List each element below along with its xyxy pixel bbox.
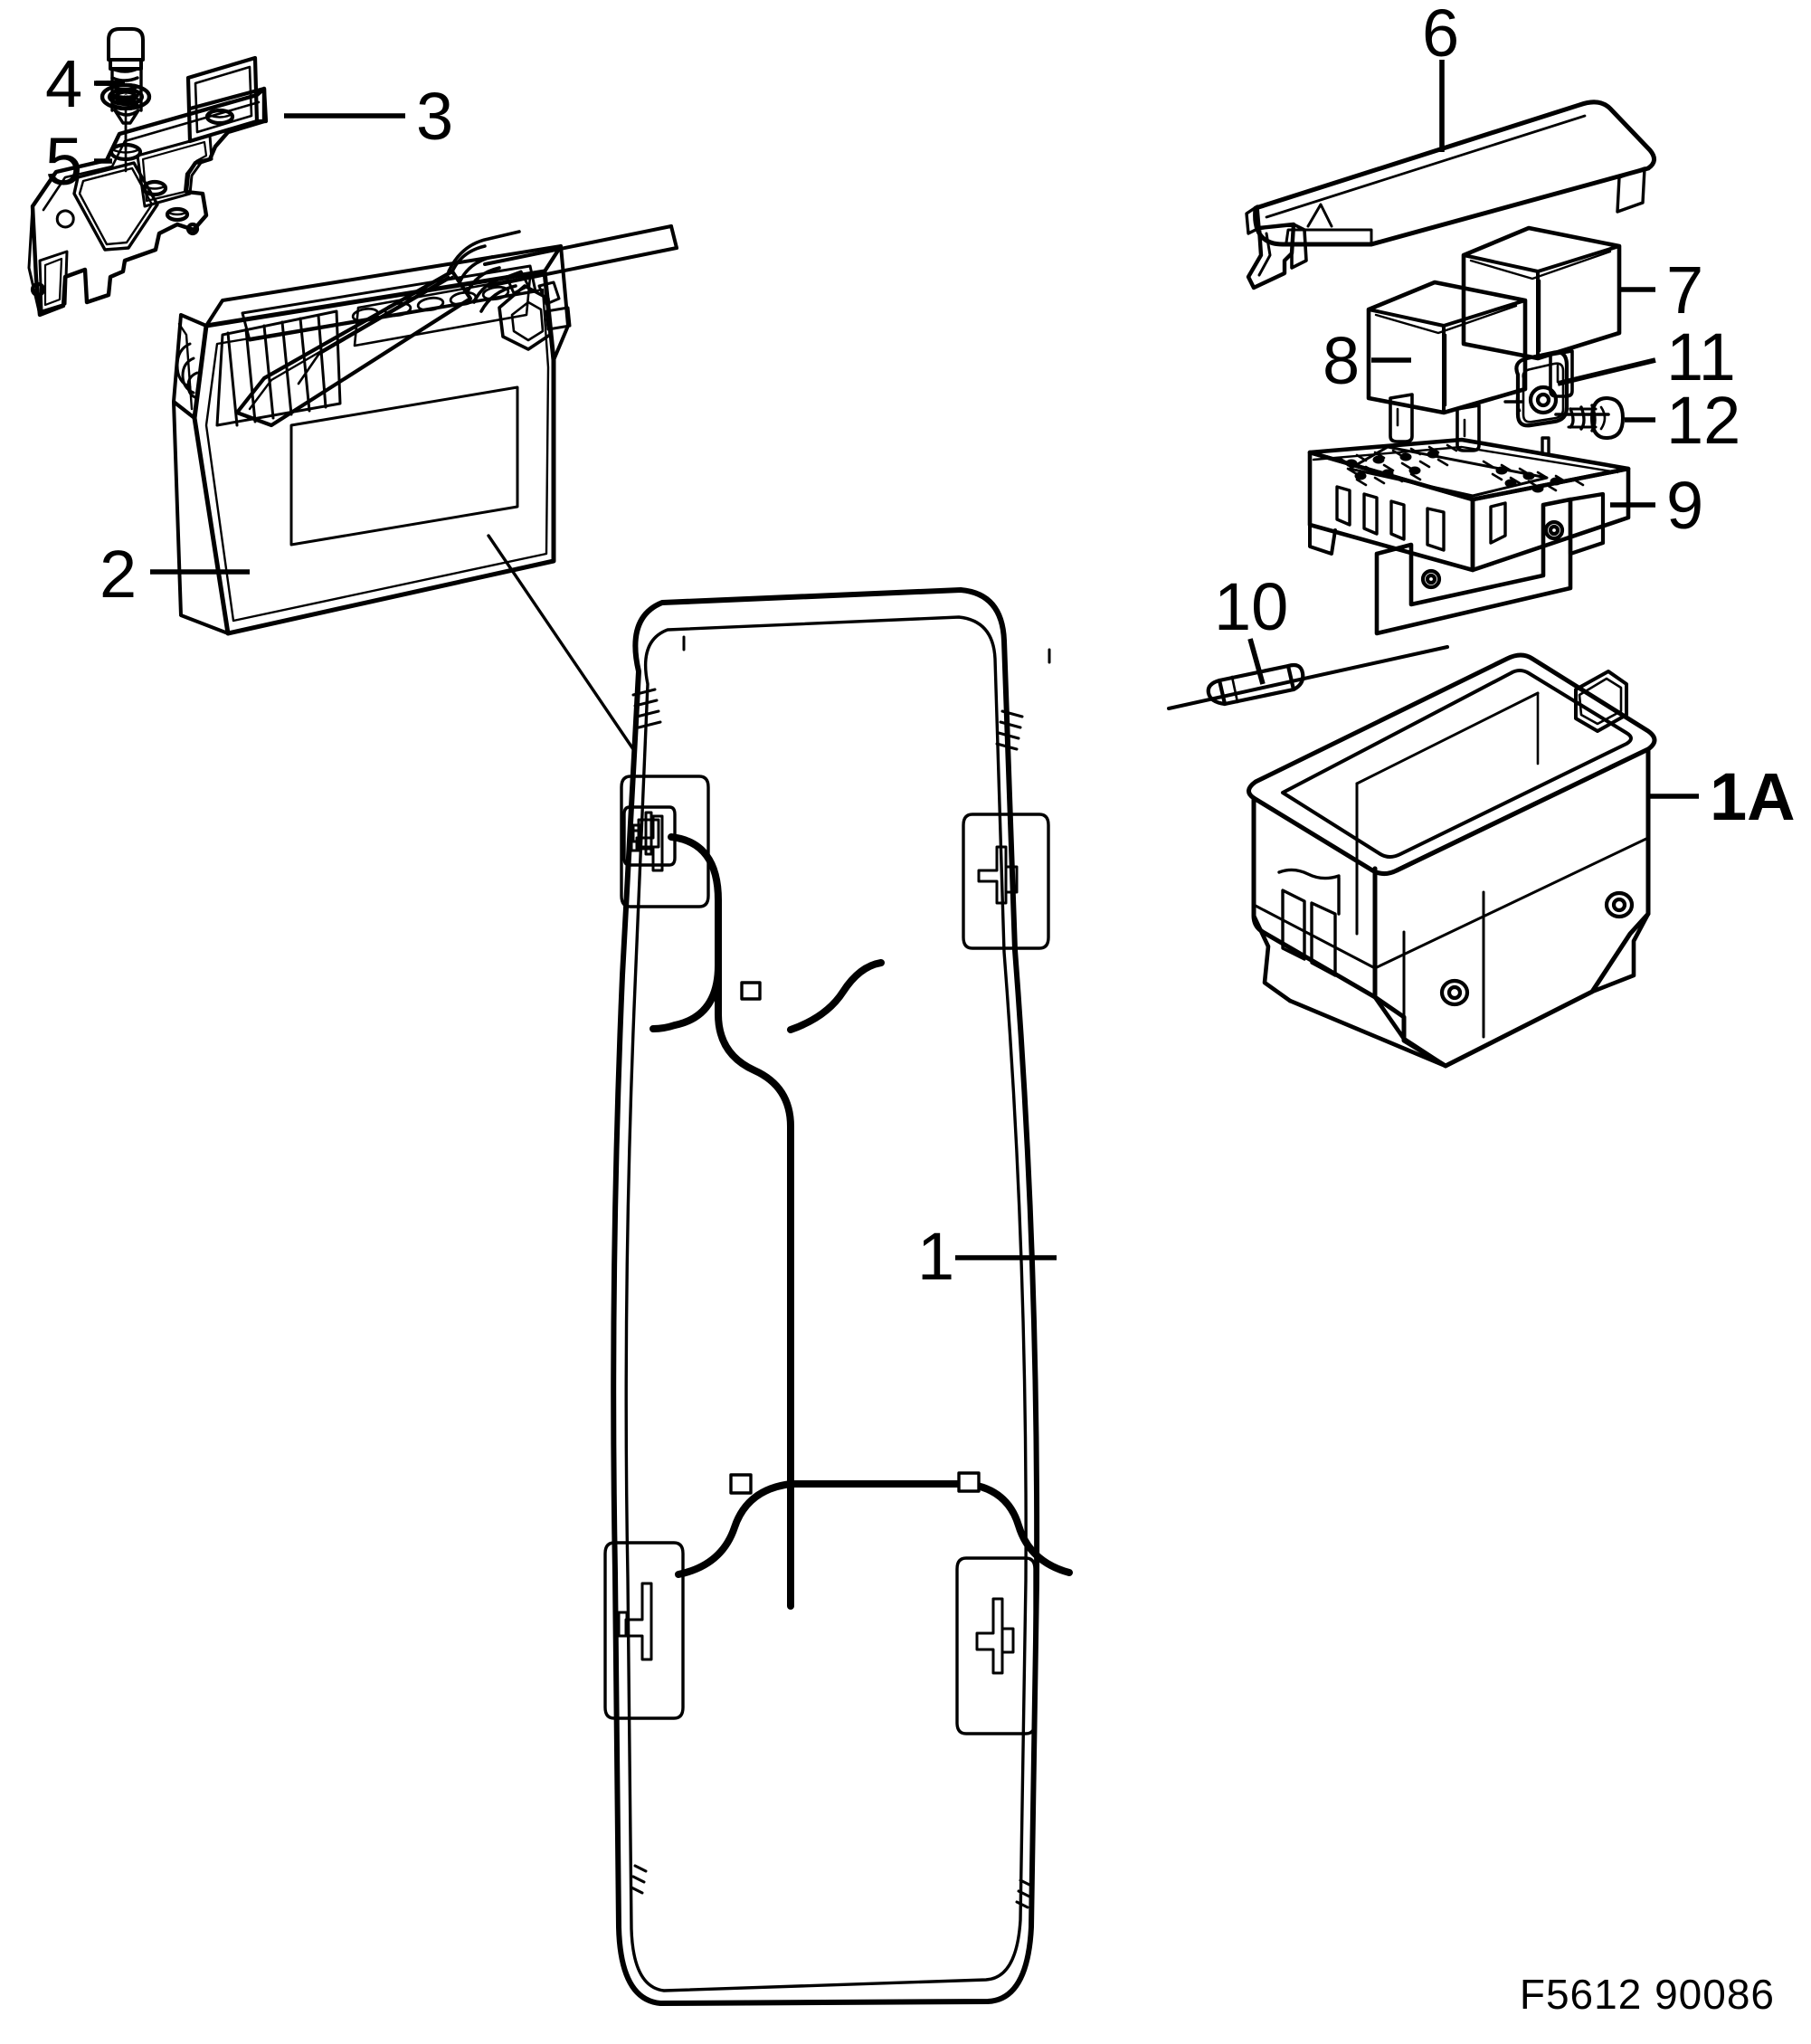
- vehicle-body-illustration: [603, 587, 1073, 2006]
- callout-7: 7: [1666, 252, 1703, 328]
- diode-illustration: [1167, 645, 1449, 710]
- callout-4: 4: [45, 46, 82, 121]
- callout-2: 2: [100, 537, 137, 612]
- battery-illustration: [172, 224, 678, 636]
- callout-12: 12: [1666, 383, 1740, 458]
- callout-5: 5: [45, 124, 82, 199]
- retaining-clip-illustration: [1503, 350, 1569, 428]
- callout-3: 3: [416, 79, 453, 154]
- callout-9: 9: [1666, 468, 1703, 543]
- screw-illustration: [1554, 396, 1625, 440]
- callout-leader-lines: [94, 60, 1699, 1260]
- callout-11: 11: [1666, 319, 1736, 395]
- hold-down-bracket-illustration: [27, 55, 269, 318]
- drawing-part-number: F5612 90086: [1519, 1971, 1775, 2018]
- callout-8: 8: [1323, 323, 1360, 398]
- callout-10: 10: [1214, 569, 1288, 644]
- fuse-relay-holder-illustration: [1307, 436, 1631, 636]
- relay-box-cover-illustration: [1245, 100, 1656, 290]
- battery-box-illustration: [1247, 652, 1657, 1069]
- callout-6: 6: [1422, 0, 1459, 71]
- callout-1: 1: [917, 1219, 954, 1294]
- relay-lower-illustration: [1366, 280, 1528, 452]
- battery-placement-leader: [487, 534, 635, 751]
- callout-1a: 1A: [1710, 759, 1796, 834]
- relay-upper-illustration: [1461, 225, 1622, 398]
